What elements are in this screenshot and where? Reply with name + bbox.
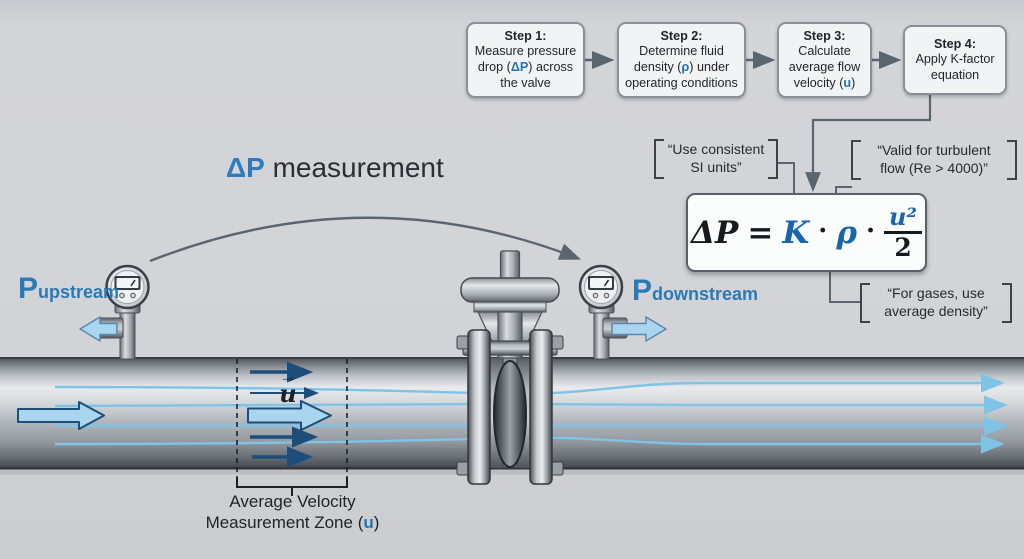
flow-arrow-icon [17,401,105,430]
flowchart-step-1: Step 1: Measure pressure drop (ΔP) acros… [466,22,585,98]
vector-arrow-icon: → [279,367,297,386]
step-body: Determine fluid density (ρ) under operat… [625,44,738,90]
measurement-zone-markers [236,359,348,496]
note-gases-connector [829,269,860,303]
rho-symbol: ρ [681,60,690,74]
k-factor-formula: ΔP = K · ρ · u² 2 [686,193,927,272]
formula-dot: · [865,216,876,246]
step-title: Step 4: [934,36,976,51]
valve-flange-left [467,329,491,485]
velocity-vector-label: → u [266,367,310,405]
dp-measurement-arc [149,216,582,263]
note-si-connector [777,162,795,193]
flowchart-connectors [585,51,932,303]
u-symbol: u [363,513,374,533]
formula-denominator: 2 [894,233,912,262]
note-turbulent-connector [835,186,852,193]
u-symbol: u [843,75,852,90]
step4-to-formula-connector [805,95,932,192]
velocity-profile-arrows [250,361,319,468]
flange-bolt [456,461,470,476]
tap-arrow-icon [611,316,667,342]
flange-bolt [550,335,564,350]
note-si-units: “Use consistent SI units” [654,138,778,180]
step-title: Step 3: [803,28,846,43]
flowchart-step-2: Step 2: Determine fluid density (ρ) unde… [617,22,746,98]
note-turbulent-flow: “Valid for turbulent flow (Re > 4000)” [851,139,1017,181]
pressure-gauge-upstream [79,264,150,360]
dp-measurement-label: ΔP measurement [226,152,444,183]
dp-symbol: ΔP [510,60,529,74]
zone-bracket [236,477,348,496]
formula-equals: = [747,214,774,251]
flowchart-step-3: Step 3: Calculate average flow velocity … [777,22,872,98]
velocity-zone-label: Average Velocity Measurement Zone (u) [205,492,380,533]
formula-fraction: u² 2 [884,205,923,262]
p-downstream-label: Pdownstream [632,274,759,307]
step-title: Step 2: [660,28,703,43]
dp-symbol: ΔP [226,152,265,183]
flange-bolt [550,461,564,476]
note-gases-density: “For gases, use average density” [860,282,1012,324]
tap-arrow-icon [79,316,118,342]
valve-disc [493,360,527,468]
formula-rho: ρ [836,214,857,251]
step-body: Calculate average flow velocity (u) [788,44,861,90]
valve-handwheel [460,277,560,303]
flange-bolt [456,335,470,350]
bulk-flow-arrows [17,400,332,431]
flow-arrow-icon [247,400,332,431]
step-body: Measure pressure drop (ΔP) across the va… [474,44,577,90]
pressure-gauge-downstream [578,264,667,360]
flowchart-step-4: Step 4: Apply K-factor equation [903,25,1007,95]
control-valve [456,250,564,485]
step-title: Step 1: [504,28,547,43]
formula-dp: ΔP [690,214,739,251]
formula-numerator: u² [884,205,923,234]
p-upstream-label: Pupstream [18,272,120,305]
formula-dot: · [818,216,828,246]
step-body: Apply K-factor equation [915,52,995,82]
valve-flange-right [529,329,553,485]
formula-k: K [782,214,810,251]
